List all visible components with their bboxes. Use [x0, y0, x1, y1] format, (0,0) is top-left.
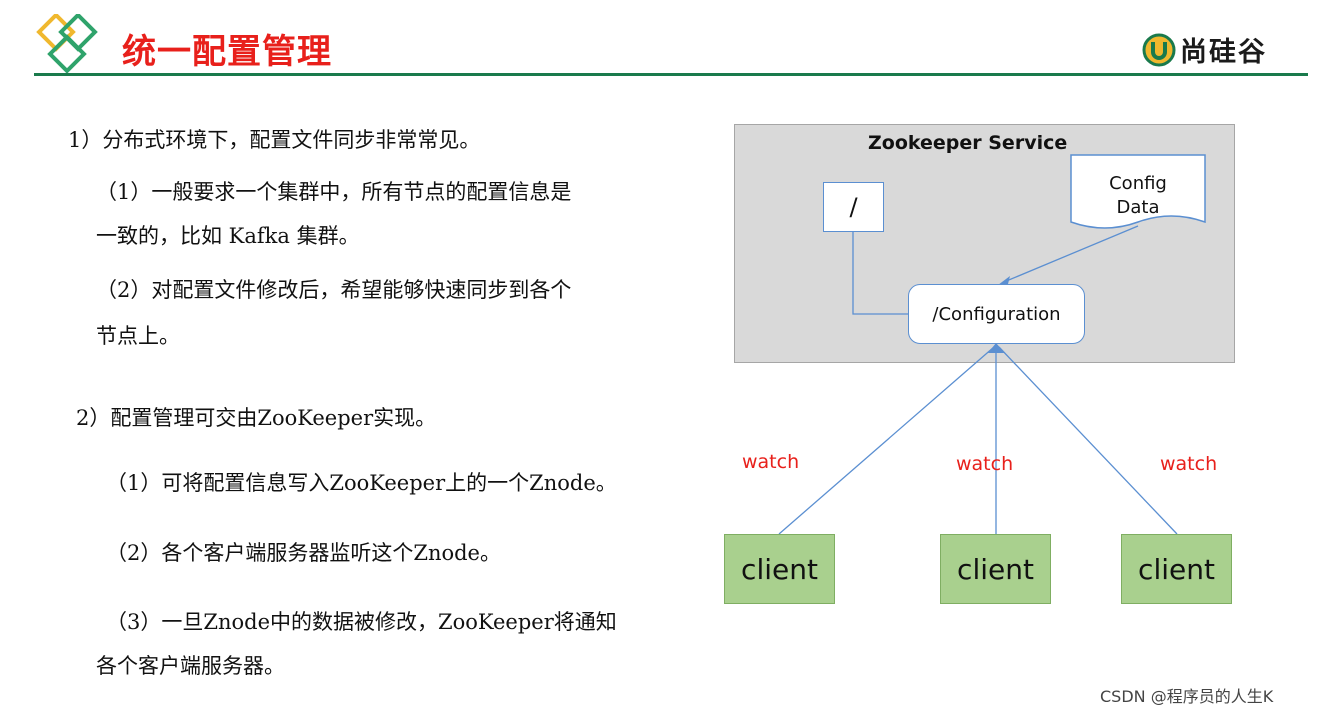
point-2b: （2）各个客户端服务器监听这个Znode。 — [106, 541, 501, 565]
point-2c-line1: （3）一旦Znode中的数据被修改，ZooKeeper将通知 — [106, 610, 617, 634]
root-to-config-connector — [852, 232, 908, 315]
point-2: 2）配置管理可交由ZooKeeper实现。 — [76, 406, 437, 430]
config-data-label: Config Data — [1072, 172, 1204, 220]
data-to-config-arrowhead — [998, 276, 1010, 285]
logo-diamonds-icon — [36, 14, 98, 74]
watch-line-left — [778, 346, 995, 535]
root-znode: / — [823, 182, 884, 232]
footer-credit: CSDN @程序员的人生K — [1100, 687, 1274, 706]
page-title: 统一配置管理 — [122, 32, 332, 72]
point-1a-line2: 一致的，比如 Kafka 集群。 — [96, 224, 360, 248]
watch-label-right: watch — [1160, 453, 1218, 475]
watch-arrowhead — [988, 343, 1005, 353]
point-1: 1）分布式环境下，配置文件同步非常常见。 — [68, 128, 481, 152]
point-1b-line1: （2）对配置文件修改后，希望能够快速同步到各个 — [96, 278, 572, 302]
header-divider — [34, 73, 1308, 76]
configuration-znode: /Configuration — [908, 284, 1085, 344]
client-box-right: client — [1121, 534, 1232, 604]
point-1a-line1: （1）一般要求一个集群中，所有节点的配置信息是 — [96, 180, 572, 204]
config-data-line1: Config — [1109, 173, 1167, 194]
watch-label-middle: watch — [956, 453, 1014, 475]
brand-u-icon — [1142, 33, 1176, 66]
watch-label-left: watch — [742, 451, 800, 473]
brand-logo: 尚硅谷 — [1142, 30, 1267, 69]
client-box-middle: client — [940, 534, 1051, 604]
client-box-left: client — [724, 534, 835, 604]
point-1b-line2: 节点上。 — [96, 324, 180, 348]
watch-line-right — [998, 346, 1178, 535]
config-data-document-shape — [1070, 154, 1206, 229]
service-title: Zookeeper Service — [868, 132, 1068, 154]
config-data-line2: Data — [1116, 197, 1160, 218]
point-2a: （1）可将配置信息写入ZooKeeper上的一个Znode。 — [106, 471, 617, 495]
data-to-config-arrow — [1003, 225, 1139, 283]
brand-text: 尚硅谷 — [1180, 37, 1267, 68]
point-2c-line2: 各个客户端服务器。 — [96, 654, 285, 678]
